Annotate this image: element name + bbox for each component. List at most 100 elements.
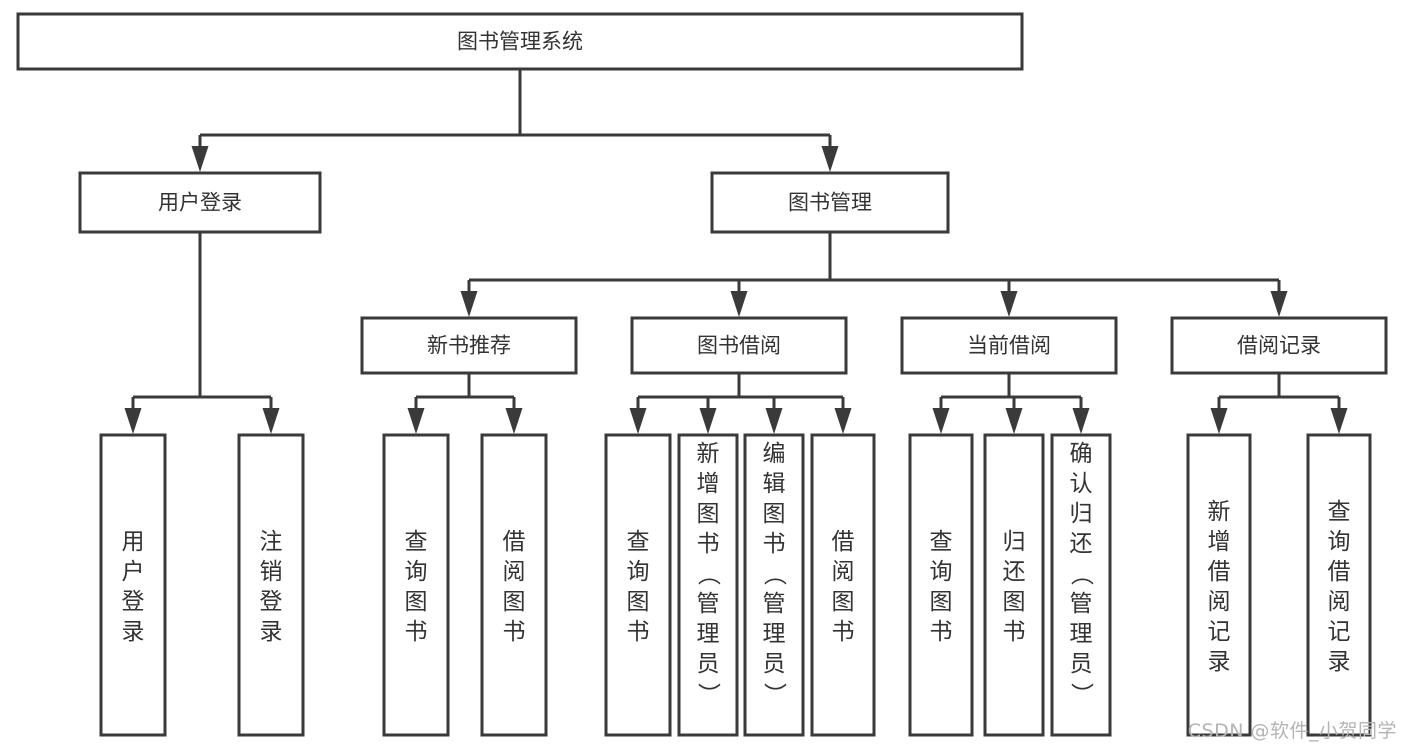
node-box[interactable] bbox=[16, 12, 1024, 71]
node-root[interactable]: 图书管理系统 bbox=[16, 12, 1024, 71]
node-label-char: 录 bbox=[122, 619, 145, 645]
node-label-char: 用 bbox=[122, 529, 145, 555]
node-label: 图书管理系统 bbox=[457, 30, 583, 54]
node-box[interactable] bbox=[1186, 433, 1252, 737]
connector-group bbox=[407, 373, 523, 434]
connector-group bbox=[1210, 373, 1348, 434]
node-label-char: 查 bbox=[1328, 499, 1351, 525]
node-l1_0[interactable]: 用户登录 bbox=[78, 171, 322, 234]
node-box[interactable] bbox=[900, 316, 1118, 375]
node-box[interactable] bbox=[743, 433, 805, 737]
node-label: 用户登录 bbox=[158, 191, 242, 215]
node-box[interactable] bbox=[677, 433, 739, 737]
node-label-char: 员 bbox=[1070, 651, 1093, 677]
node-l2_1[interactable]: 图书借阅 bbox=[630, 316, 848, 375]
node-label-char: 查 bbox=[405, 529, 428, 555]
arrow-head-icon bbox=[765, 408, 783, 434]
arrow-head-icon bbox=[1005, 408, 1023, 434]
node-label-char: 图 bbox=[697, 501, 720, 527]
node-box[interactable] bbox=[1050, 433, 1112, 737]
node-box[interactable] bbox=[1170, 316, 1388, 375]
arrow-head-icon bbox=[124, 408, 142, 434]
node-label-char: 注 bbox=[260, 529, 283, 555]
node-label-char: 销 bbox=[260, 559, 283, 585]
node-label-char: 书 bbox=[930, 619, 953, 645]
arrow-head-icon bbox=[191, 146, 209, 172]
node-label-char: 理 bbox=[1070, 621, 1093, 647]
node-label-char: 借 bbox=[503, 529, 526, 555]
node-label-char: 确 bbox=[1070, 441, 1093, 467]
node-label-char: 借 bbox=[832, 529, 855, 555]
node-layer: 图书管理系统用户登录图书管理新书推荐图书借阅当前借阅借阅记录用户登录注销登录查询… bbox=[16, 12, 1388, 737]
node-l1_1[interactable]: 图书管理 bbox=[710, 171, 950, 234]
node-label-char: （ bbox=[761, 563, 787, 586]
node-l2_2[interactable]: 当前借阅 bbox=[900, 316, 1118, 375]
arrow-head-icon bbox=[821, 146, 839, 172]
node-l2_3[interactable]: 借阅记录 bbox=[1170, 316, 1388, 375]
arrow-head-icon bbox=[1330, 408, 1348, 434]
connector-group bbox=[460, 232, 1288, 317]
node-label-char: 还 bbox=[1070, 531, 1093, 557]
node-label-char: 阅 bbox=[1328, 589, 1351, 615]
node-label-char: 记 bbox=[1208, 619, 1231, 645]
connector-layer bbox=[124, 69, 1348, 434]
node-label-char: 还 bbox=[1003, 559, 1026, 585]
arrow-head-icon bbox=[730, 291, 748, 317]
connector-group bbox=[191, 69, 839, 172]
node-label-char: 询 bbox=[405, 559, 428, 585]
node-label-char: 理 bbox=[763, 621, 786, 647]
node-label-char: 书 bbox=[832, 619, 855, 645]
node-label-char: 图 bbox=[503, 589, 526, 615]
node-label-char: 询 bbox=[1328, 529, 1351, 555]
node-label-char: 阅 bbox=[832, 559, 855, 585]
node-label-char: （ bbox=[695, 563, 721, 586]
node-label-char: 书 bbox=[503, 619, 526, 645]
node-box[interactable] bbox=[360, 316, 578, 375]
node-label-char: 登 bbox=[260, 589, 283, 615]
node-label-char: 书 bbox=[627, 619, 650, 645]
node-label-char: 增 bbox=[697, 471, 720, 497]
node-label-char: 登 bbox=[122, 589, 145, 615]
node-box[interactable] bbox=[908, 433, 974, 737]
node-label-char: 书 bbox=[697, 531, 720, 557]
node-box[interactable] bbox=[1306, 433, 1372, 737]
node-box[interactable] bbox=[630, 316, 848, 375]
node-box[interactable] bbox=[382, 433, 450, 737]
node-box[interactable] bbox=[604, 433, 672, 737]
node-box[interactable] bbox=[78, 171, 322, 234]
arrow-head-icon bbox=[1072, 408, 1090, 434]
node-box[interactable] bbox=[480, 433, 548, 737]
node-box[interactable] bbox=[99, 433, 167, 737]
node-l2_0[interactable]: 新书推荐 bbox=[360, 316, 578, 375]
node-label: 借阅记录 bbox=[1237, 334, 1321, 358]
node-box[interactable] bbox=[710, 171, 950, 234]
connector-group bbox=[124, 232, 280, 434]
node-box[interactable] bbox=[983, 433, 1045, 737]
node-label-char: 查 bbox=[930, 529, 953, 555]
node-box[interactable] bbox=[810, 433, 876, 737]
node-label: 当前借阅 bbox=[967, 334, 1051, 358]
node-label-char: 询 bbox=[627, 559, 650, 585]
arrow-head-icon bbox=[407, 408, 425, 434]
connector-group bbox=[932, 373, 1090, 434]
node-box[interactable] bbox=[237, 433, 305, 737]
node-leaf_0[interactable]: 用户登录 bbox=[99, 433, 167, 737]
node-label-char: 查 bbox=[627, 529, 650, 555]
node-label-char: 管 bbox=[1070, 591, 1093, 617]
node-label-char: 归 bbox=[1070, 501, 1093, 527]
node-label-char: 增 bbox=[1208, 529, 1231, 555]
